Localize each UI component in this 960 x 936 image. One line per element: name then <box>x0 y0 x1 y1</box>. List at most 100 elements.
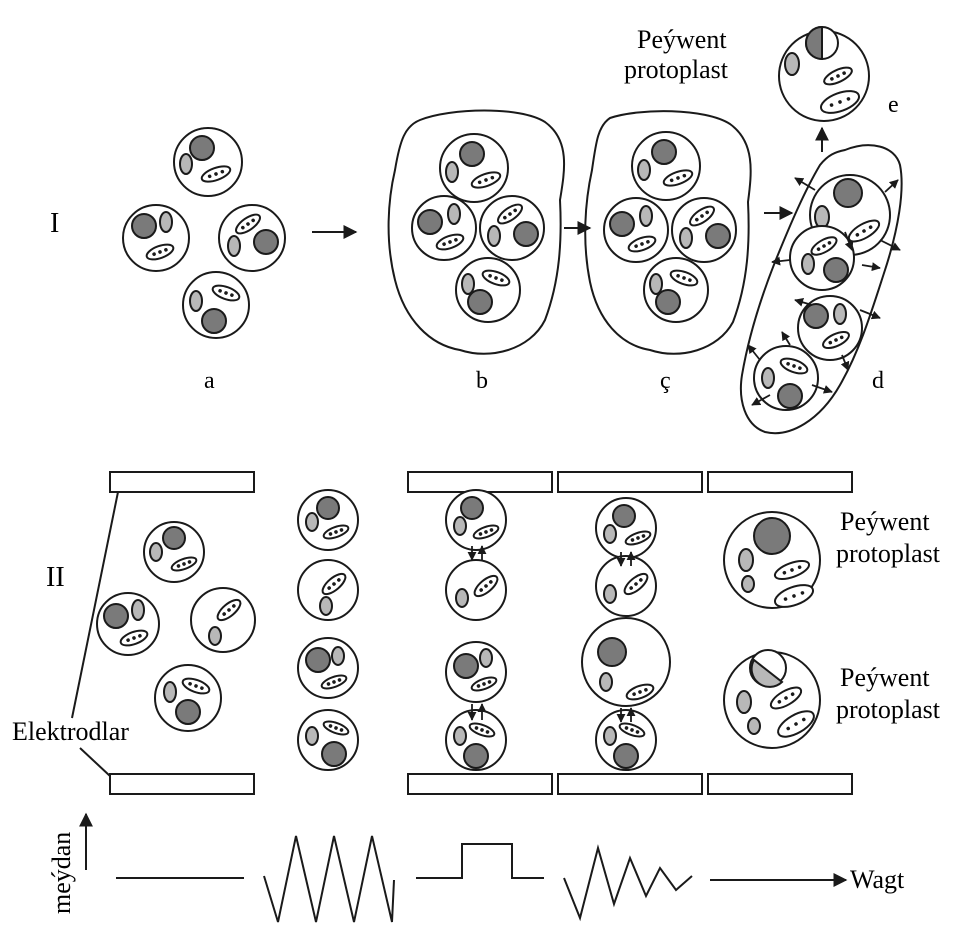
protoplast <box>480 196 544 260</box>
protoplast <box>446 560 506 620</box>
plastid <box>209 627 221 645</box>
protoplast <box>144 522 204 582</box>
plastid <box>650 274 662 294</box>
electrode-bottom-3 <box>558 774 702 794</box>
plastid <box>332 647 344 665</box>
protoplast <box>754 346 818 410</box>
plastid <box>762 368 774 388</box>
protoplast <box>412 196 476 260</box>
section-label-top: I <box>50 208 59 239</box>
protoplast <box>790 226 854 290</box>
protoplast-membrane <box>798 296 862 360</box>
protoplast <box>298 560 358 620</box>
nucleus <box>418 210 442 234</box>
nucleus <box>613 505 635 527</box>
plastid <box>600 673 612 691</box>
plastid <box>604 525 616 543</box>
stage-label-e: e <box>888 92 899 118</box>
protoplast-membrane <box>582 618 670 706</box>
nucleus <box>104 604 128 628</box>
protoplast <box>582 618 670 706</box>
nucleus <box>514 222 538 246</box>
nucleus <box>706 224 730 248</box>
nucleus <box>317 497 339 519</box>
stage-c-protoplasts <box>604 132 736 322</box>
protoplast <box>155 665 221 731</box>
waveform-dc-pulse <box>416 844 544 878</box>
stage-label-d: d <box>872 368 884 394</box>
electrode-leader-line <box>80 748 110 776</box>
hybrid-label-top-line2: protoplast <box>624 55 729 84</box>
protoplast <box>440 134 508 202</box>
protoplast <box>456 258 520 322</box>
electrode-bottom-2 <box>408 774 552 794</box>
arrow-icon <box>862 265 880 268</box>
waveform-decaying-ac <box>564 848 692 918</box>
protoplast <box>672 198 736 262</box>
plastid <box>748 718 760 734</box>
nucleus <box>322 742 346 766</box>
protoplast <box>191 588 255 652</box>
protoplast <box>219 205 285 271</box>
protoplast <box>298 490 358 550</box>
plastid <box>454 727 466 745</box>
nucleus <box>464 744 488 768</box>
protoplast-membrane <box>123 205 189 271</box>
nucleus <box>454 654 478 678</box>
stage-label-c: ç <box>660 368 671 394</box>
nucleus <box>824 258 848 282</box>
plastid <box>462 274 474 294</box>
waveform-ac-field <box>264 836 394 922</box>
plastid <box>604 727 616 745</box>
plastid <box>834 304 846 324</box>
arrow-icon <box>880 240 900 250</box>
plastid <box>488 226 500 246</box>
plastid <box>228 236 240 256</box>
protoplast <box>298 638 358 698</box>
nucleus <box>656 290 680 314</box>
electrode-top-4 <box>708 472 852 492</box>
protoplast <box>123 205 189 271</box>
plastid <box>180 154 192 174</box>
hybrid-label-top-line1: Peýwent <box>637 25 727 54</box>
protoplast <box>644 258 708 322</box>
protoplast <box>183 272 249 338</box>
stage-e-hybrid-protoplast <box>779 27 869 121</box>
plastid <box>164 682 176 702</box>
nucleus <box>202 309 226 333</box>
axis-x-label: Wagt <box>850 865 905 894</box>
plastid <box>742 576 754 592</box>
plastid <box>160 212 172 232</box>
nucleus <box>610 212 634 236</box>
plastid <box>737 691 751 713</box>
protoplast <box>97 593 159 655</box>
plastid <box>815 206 829 228</box>
nucleus <box>778 384 802 408</box>
nucleus <box>306 648 330 672</box>
arrow-icon <box>885 180 898 192</box>
protoplast <box>596 498 656 558</box>
hybrid-label-low-line1: Peýwent <box>840 663 930 692</box>
plastid <box>306 513 318 531</box>
protoplast <box>174 128 242 196</box>
plastid <box>739 549 753 571</box>
protoplast <box>446 490 506 550</box>
plastid <box>454 517 466 535</box>
electrode-bottom-4 <box>708 774 852 794</box>
plastid <box>456 589 468 607</box>
electrode-top-1 <box>110 472 254 492</box>
electrode-bottom-1 <box>110 774 254 794</box>
plastid <box>306 727 318 745</box>
hybrid-label-mid-line2: protoplast <box>836 539 941 568</box>
protoplast <box>779 27 869 121</box>
protoplast <box>798 296 862 360</box>
protoplast <box>298 710 358 770</box>
plastid <box>132 600 144 620</box>
stage-label-a: a <box>204 368 215 394</box>
nucleus <box>461 497 483 519</box>
plastid <box>640 206 652 226</box>
nucleus <box>614 744 638 768</box>
plastid <box>480 649 492 667</box>
nucleus <box>598 638 626 666</box>
